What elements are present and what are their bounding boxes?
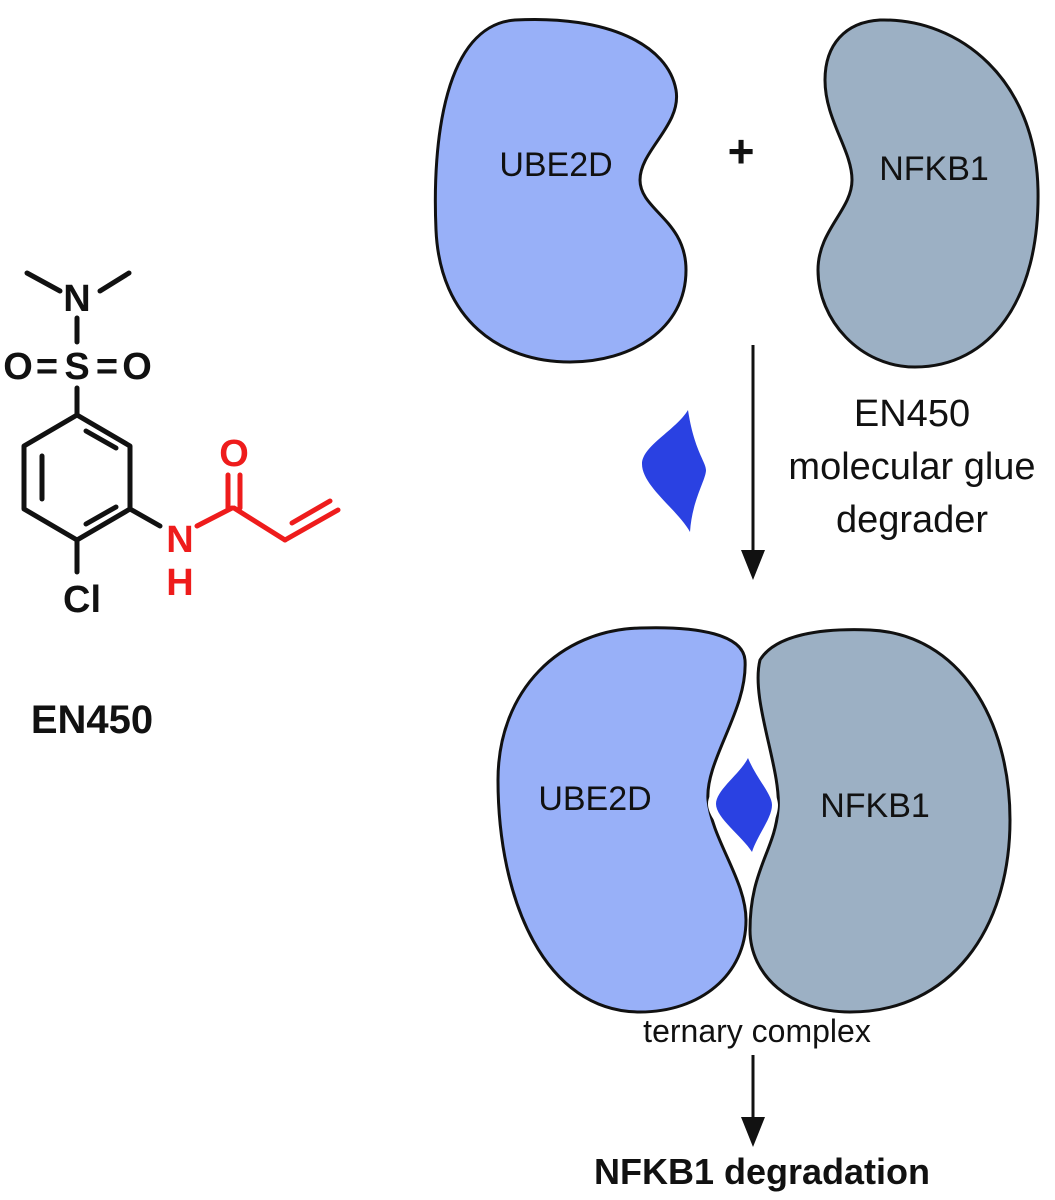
atom-s: S [64,346,89,388]
outcome-label: NFKB1 degradation [594,1151,930,1192]
ternary-complex: UBE2D NFKB1 [496,626,1012,1014]
nfkb1-protein-free: NFKB1 [816,18,1040,369]
compound-name: EN450 [31,698,153,742]
atom-cl: Cl [63,579,101,621]
methyl-bond-left [24,270,63,294]
ring-double-bond-2 [83,428,119,451]
glue-molecule-bound [716,758,772,852]
plus-sign: + [728,125,755,177]
atom-o-left: O [3,346,33,388]
nfkb1-label: NFKB1 [879,150,989,188]
vinyl-double-bond [289,498,333,526]
nh-carbonyl-bond [194,505,235,529]
reaction-label-line3: degrader [836,499,988,541]
atom-o-right: O [122,346,152,388]
vinyl-bond [282,507,341,543]
degradation-arrow [741,1055,765,1147]
ube2d-protein-free: UBE2D [433,17,688,364]
ube2d-label: UBE2D [499,146,612,184]
reaction-label-line2: molecular glue [788,446,1035,488]
ube2d-complex-label: UBE2D [538,780,651,818]
ternary-complex-caption: ternary complex [643,1013,871,1049]
en450-structure: N S O = = O O N H Cl EN450 [3,270,341,742]
carbonyl-vinyl-bond [231,505,288,543]
atom-n-dimethyl: N [63,278,90,320]
nfkb1-protein-complex [748,628,1012,1014]
reaction-label: EN450 molecular glue degrader [788,393,1035,541]
atom-o-carbonyl: O [219,433,249,475]
atom-eq-right: = [96,346,118,388]
ring-nh-bond [127,506,163,529]
atom-eq-left: = [36,346,58,388]
atom-n-amide: N [166,519,193,561]
glue-molecule [642,410,706,532]
methyl-bond-right [97,270,132,294]
ring-double-bond-3 [83,504,119,527]
atom-h-amide: H [166,562,193,604]
reaction-arrow [741,345,765,580]
ube2d-protein-complex [496,626,748,1014]
nfkb1-complex-label: NFKB1 [820,787,930,825]
reaction-label-line1: EN450 [854,393,970,435]
